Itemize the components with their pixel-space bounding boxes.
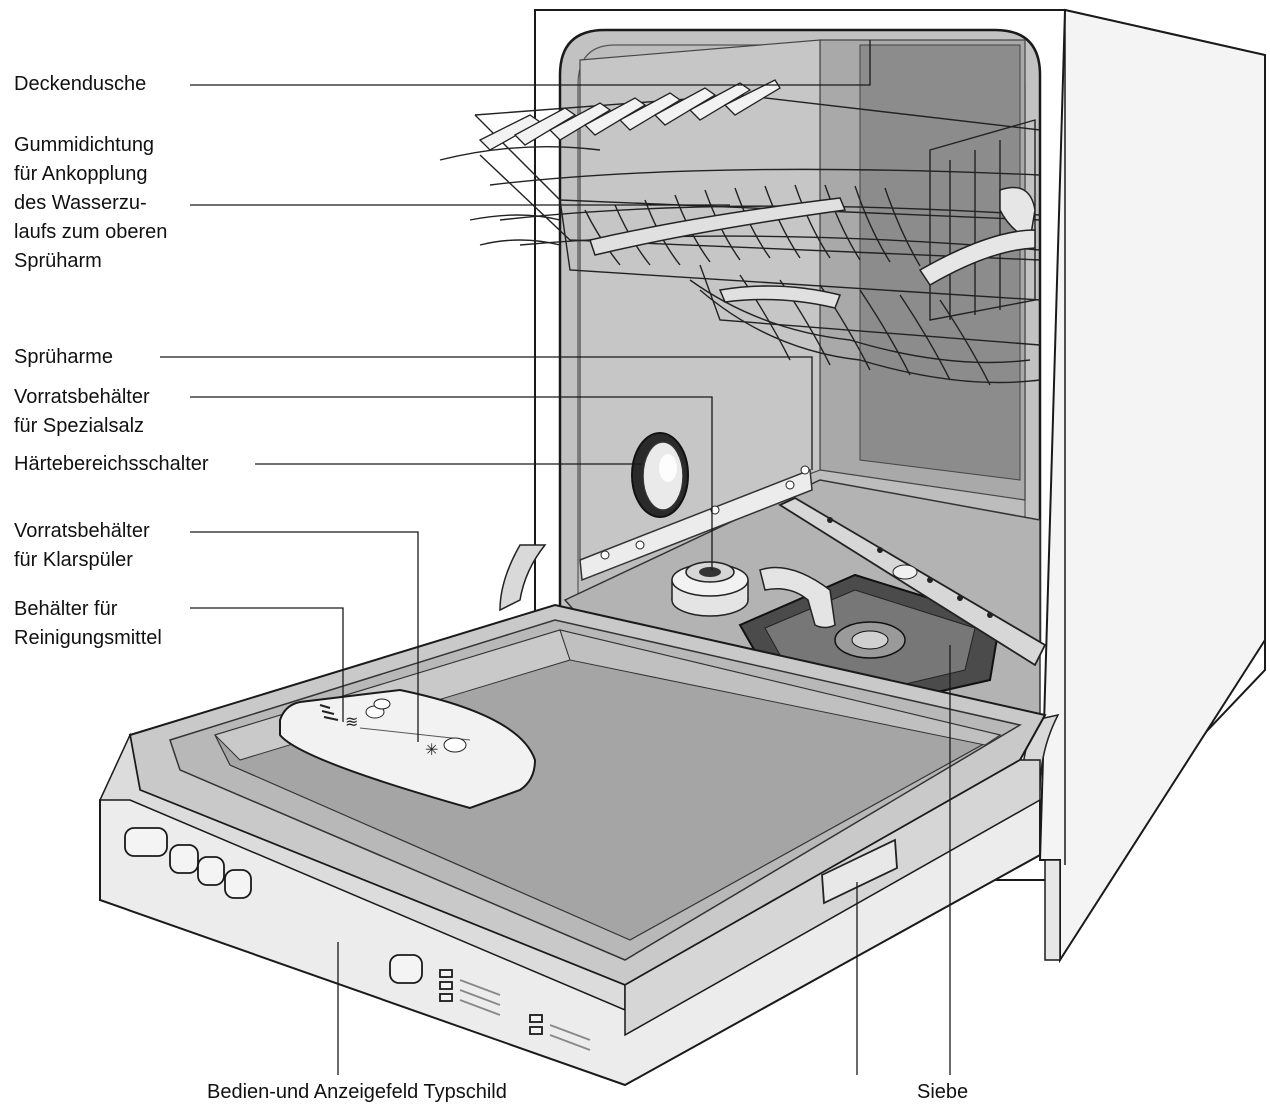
hardness-switch: [631, 432, 689, 518]
label-siebe: Siebe: [917, 1078, 968, 1107]
control-panel: [124, 827, 591, 1051]
cup-shelf-tines: [478, 79, 781, 151]
label-line: Vorratsbehälter: [14, 520, 150, 542]
label-line: Reinigungsmittel: [14, 627, 162, 649]
label-line: Deckendusche: [14, 73, 147, 95]
label-klarspueler: Vorratsbehälter für Klarspüler: [14, 517, 150, 575]
snowflake-icon: ✳: [425, 742, 438, 759]
label-salt-reservoir: Vorratsbehälter für Spezialsalz: [14, 383, 150, 441]
label-line: Sprüharm: [14, 250, 102, 272]
label-gummidichtung: Gummidichtung für Ankopplung des Wasserz…: [14, 131, 167, 276]
label-line: für Spezialsalz: [14, 415, 145, 437]
upper-spray-arm: [589, 186, 1036, 309]
label-line: Härtebereichsschalter: [14, 453, 209, 475]
salt-reservoir: [671, 561, 749, 617]
lower-spray-arm: [778, 496, 1047, 667]
label-reinigungsmittel: Behälter für Reinigungsmittel: [14, 595, 162, 653]
label-line: für Ankopplung: [14, 163, 148, 185]
label-spruharme: Sprüharme: [14, 343, 113, 372]
label-line: für Klarspüler: [14, 549, 133, 571]
label-line: Bedien-und Anzeigefeld Typschild: [207, 1081, 507, 1103]
label-line: Behälter für: [14, 598, 118, 620]
label-line: Gummidichtung: [14, 134, 155, 156]
label-deckendusche: Deckendusche: [14, 70, 146, 99]
detergent-dispenser: ≋ ✳: [279, 688, 537, 810]
label-line: laufs zum oberen: [14, 221, 168, 243]
label-line: Vorratsbehälter: [14, 386, 150, 408]
label-line: Sprüharme: [14, 346, 113, 368]
label-line: des Wasserzu-: [14, 192, 147, 214]
upper-basket: [439, 94, 1041, 386]
label-haertebereichsschalter: Härtebereichsschalter: [14, 450, 209, 479]
label-line: Siebe: [917, 1081, 969, 1103]
detergent-symbol: ≋: [345, 714, 358, 731]
leader-lines: [160, 40, 951, 1075]
label-bedienfeld-typschild: Bedien-und Anzeigefeld Typschild: [207, 1078, 507, 1107]
